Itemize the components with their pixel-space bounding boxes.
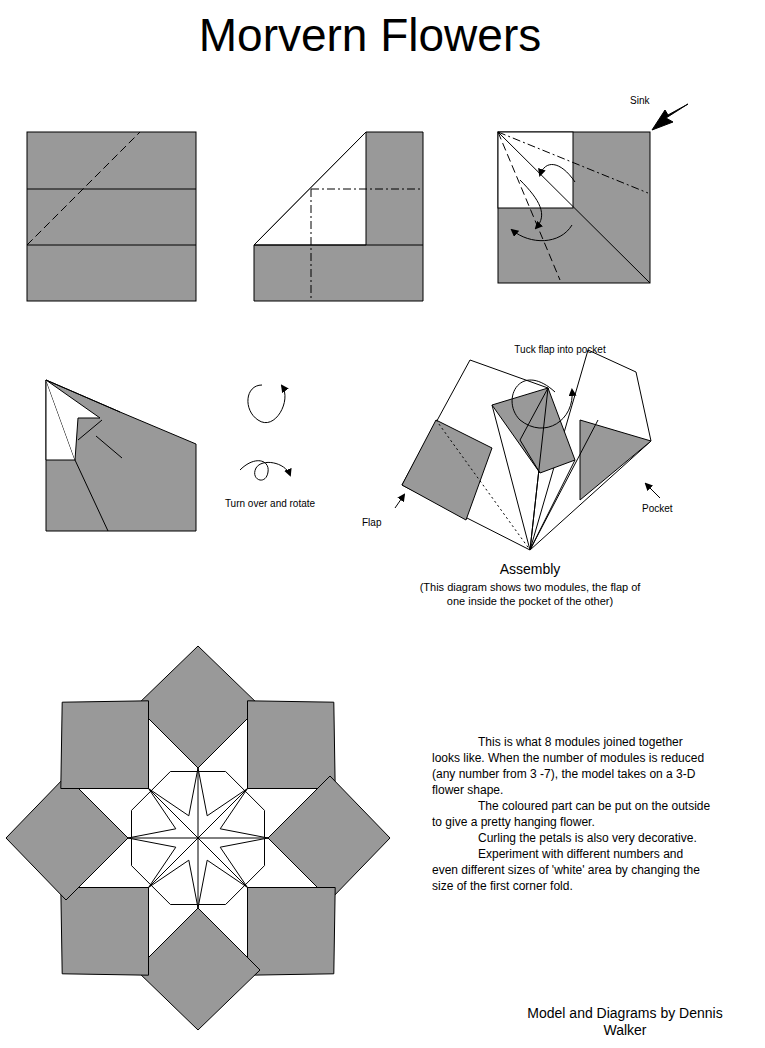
notes-block: This is what 8 modules joined together l… bbox=[432, 734, 712, 894]
part-label: Pocket bbox=[642, 502, 692, 515]
star-crease bbox=[198, 838, 199, 908]
petal bbox=[136, 646, 260, 768]
note-paragraph: This is what 8 modules joined together l… bbox=[432, 734, 712, 798]
step-4 bbox=[46, 380, 196, 531]
star-crease bbox=[198, 838, 268, 839]
star-crease bbox=[198, 789, 248, 839]
petal bbox=[136, 908, 260, 1030]
assembly-caption: Assembly bbox=[460, 561, 600, 578]
petal bbox=[128, 768, 268, 908]
note-paragraph: Curling the petals is also very decorati… bbox=[432, 830, 712, 846]
note-paragraph: Experiment with different numbers and ev… bbox=[432, 846, 712, 894]
petal bbox=[248, 888, 336, 976]
turn-rotate-symbols bbox=[240, 385, 290, 480]
star-crease bbox=[149, 838, 199, 888]
step-3 bbox=[498, 104, 688, 283]
petal bbox=[6, 776, 128, 900]
credit: Model and Diagrams by Dennis Walker bbox=[525, 1005, 725, 1039]
step-2 bbox=[254, 132, 423, 301]
sink-label: Sink bbox=[630, 94, 670, 107]
star-crease bbox=[198, 768, 199, 838]
part-label: Flap bbox=[362, 516, 402, 529]
assembly bbox=[395, 350, 660, 550]
star-crease bbox=[149, 789, 199, 839]
petal bbox=[61, 888, 149, 976]
star-crease bbox=[128, 838, 198, 839]
page-title: Morvern Flowers bbox=[0, 8, 740, 62]
flower-model bbox=[6, 646, 390, 1030]
note-paragraph: The coloured part can be put on the outs… bbox=[432, 798, 712, 830]
step-1 bbox=[27, 132, 196, 301]
petal bbox=[248, 701, 336, 789]
step-label: Tuck flap into pocket bbox=[490, 343, 630, 356]
petal bbox=[61, 701, 149, 789]
step-label: Turn over and rotate bbox=[205, 497, 335, 510]
assembly-note: (This diagram shows two modules, the fla… bbox=[418, 580, 642, 608]
petal bbox=[268, 776, 390, 900]
star-crease bbox=[198, 838, 248, 888]
